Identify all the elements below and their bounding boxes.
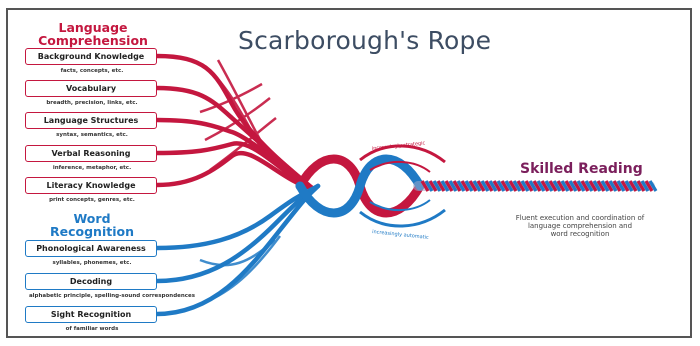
arc-label-automatic: increasingly automatic bbox=[372, 229, 430, 241]
strand-literacy-knowledge: Literacy Knowledge bbox=[25, 177, 157, 194]
language-heading-line2: Comprehension bbox=[28, 34, 158, 47]
skilled-reading-heading: Skilled Reading bbox=[520, 161, 643, 177]
language-comprehension-heading: Language Comprehension bbox=[28, 21, 158, 47]
strand-phonological-awareness-sub: syllables, phonemes, etc. bbox=[18, 260, 166, 266]
skilled-desc-line2: language comprehension and bbox=[500, 222, 660, 230]
word-heading-line2: Recognition bbox=[42, 225, 142, 238]
strand-verbal-reasoning: Verbal Reasoning bbox=[25, 145, 157, 162]
strand-sight-recognition: Sight Recognition bbox=[25, 306, 157, 323]
strand-phonological-awareness: Phonological Awareness bbox=[25, 240, 157, 257]
strand-background-knowledge-sub: facts, concepts, etc. bbox=[18, 68, 166, 74]
strand-language-structures: Language Structures bbox=[25, 112, 157, 129]
strand-verbal-reasoning-sub: inference, metaphor, etc. bbox=[18, 165, 166, 171]
strand-decoding-sub: alphabetic principle, spelling-sound cor… bbox=[12, 293, 212, 299]
strand-background-knowledge: Background Knowledge bbox=[25, 48, 157, 65]
arc-label-strategic: increasingly strategic bbox=[372, 140, 426, 152]
strand-language-structures-sub: syntax, semantics, etc. bbox=[18, 132, 166, 138]
braided-rope bbox=[418, 181, 656, 191]
skilled-reading-description: Fluent execution and coordination of lan… bbox=[500, 214, 660, 238]
strand-vocabulary-sub: breadth, precision, links, etc. bbox=[18, 100, 166, 106]
diagram-title: Scarborough's Rope bbox=[238, 26, 491, 55]
skilled-desc-line1: Fluent execution and coordination of bbox=[500, 214, 660, 222]
strand-vocabulary: Vocabulary bbox=[25, 80, 157, 97]
word-recognition-heading: Word Recognition bbox=[42, 212, 142, 238]
strand-decoding: Decoding bbox=[25, 273, 157, 290]
skilled-desc-line3: word recognition bbox=[500, 230, 660, 238]
strand-literacy-knowledge-sub: print concepts, genres, etc. bbox=[18, 197, 166, 203]
strand-sight-recognition-sub: of familiar words bbox=[18, 326, 166, 332]
